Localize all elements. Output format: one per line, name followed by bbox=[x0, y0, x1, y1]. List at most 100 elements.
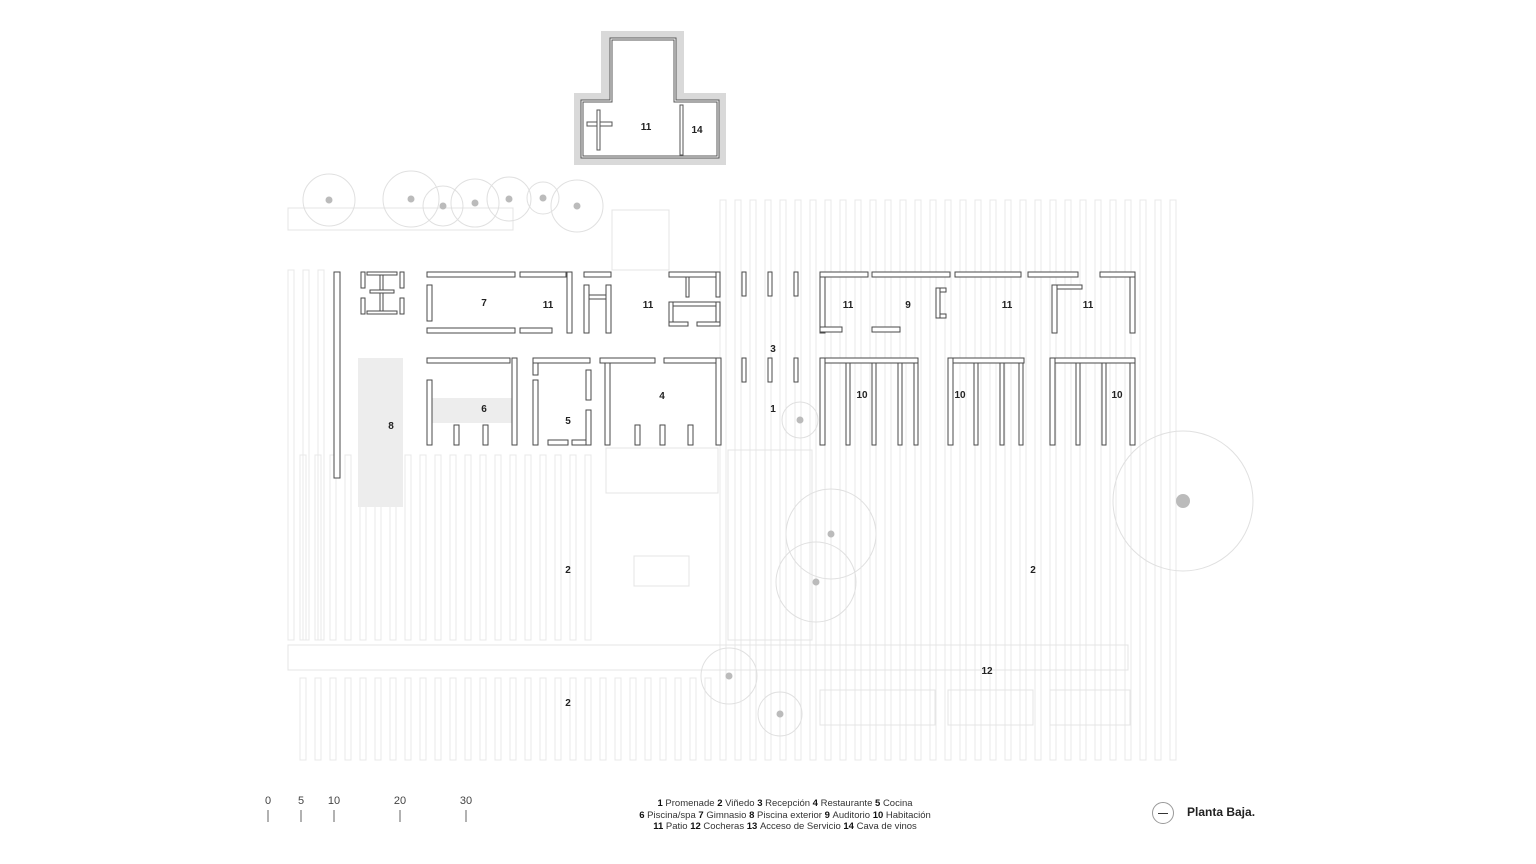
wall bbox=[369, 289, 395, 294]
vineyard-row bbox=[824, 199, 832, 761]
wall bbox=[585, 369, 592, 401]
tree-trunk bbox=[776, 710, 784, 718]
wall bbox=[973, 362, 979, 446]
vineyard-row bbox=[1169, 199, 1177, 761]
tree-canopy bbox=[775, 541, 857, 623]
vineyard-row bbox=[1094, 199, 1102, 761]
plan-title: Planta Baja. bbox=[1187, 805, 1256, 819]
legend-number: 12 bbox=[690, 821, 704, 832]
wall bbox=[604, 357, 611, 446]
legend-number: 3 bbox=[757, 798, 766, 809]
scale-5: 5 bbox=[298, 795, 304, 807]
legend-number: 5 bbox=[875, 798, 883, 809]
label-vineyard-a: 2 bbox=[565, 565, 571, 576]
wall bbox=[913, 362, 919, 446]
legend-text: Restaurante bbox=[820, 798, 875, 809]
legend-number: 8 bbox=[749, 809, 758, 821]
vineyard-row bbox=[404, 677, 412, 761]
wall bbox=[741, 357, 747, 383]
wall bbox=[566, 271, 573, 334]
wall bbox=[819, 271, 826, 334]
wall bbox=[426, 284, 433, 322]
label-cava: 14 bbox=[691, 125, 703, 136]
spa-pool bbox=[432, 398, 512, 423]
label-spa: 6 bbox=[481, 404, 487, 415]
vineyard-row bbox=[599, 677, 607, 761]
vineyard-row bbox=[929, 199, 937, 761]
vineyard-row bbox=[1019, 199, 1027, 761]
wall bbox=[947, 357, 1025, 364]
legend-text: Cava de vinos bbox=[856, 821, 917, 832]
wall bbox=[819, 271, 869, 278]
vineyard-rows bbox=[287, 199, 1177, 761]
vineyard-row bbox=[869, 199, 877, 761]
vineyard-row bbox=[434, 454, 442, 641]
vineyard-row bbox=[1049, 199, 1057, 761]
vineyard-row bbox=[554, 677, 562, 761]
vineyard-row bbox=[1109, 199, 1117, 761]
vineyard-row bbox=[479, 454, 487, 641]
tree-canopy bbox=[785, 488, 877, 580]
label-patio-b: 11 bbox=[643, 300, 654, 311]
vineyard-row bbox=[1079, 199, 1087, 761]
legend-text: Cocina bbox=[882, 798, 913, 809]
wall bbox=[426, 357, 511, 364]
wall bbox=[583, 284, 590, 334]
legend-number: 2 bbox=[717, 798, 726, 809]
vineyard-row bbox=[509, 677, 517, 761]
wall bbox=[1051, 284, 1058, 334]
tree-canopy bbox=[486, 176, 532, 222]
legend-number: 10 bbox=[872, 809, 886, 821]
vineyard-row bbox=[329, 454, 337, 641]
wall bbox=[1027, 271, 1079, 278]
wall bbox=[668, 271, 721, 278]
vineyard-row bbox=[644, 677, 652, 761]
legend-number: 9 bbox=[824, 809, 833, 821]
room-labels: 11 14 7 11 11 3 11 9 11 11 6 5 4 1 8 10 … bbox=[388, 122, 1123, 709]
wall bbox=[532, 362, 539, 376]
wall bbox=[696, 321, 721, 327]
wall bbox=[947, 357, 954, 446]
wall bbox=[1075, 362, 1081, 446]
wall bbox=[634, 424, 641, 446]
label-patio-e: 11 bbox=[1083, 300, 1094, 311]
legend-text: Auditorio bbox=[832, 809, 873, 821]
wall bbox=[1129, 271, 1136, 334]
vineyard-row bbox=[317, 269, 325, 641]
vineyard-row bbox=[614, 677, 622, 761]
wall bbox=[871, 326, 901, 333]
vineyard-row bbox=[944, 199, 952, 761]
legend-text: Promenade bbox=[665, 798, 718, 809]
label-patio-d: 11 bbox=[1002, 300, 1013, 311]
vineyard-row bbox=[302, 269, 310, 641]
legend-text: Acceso de Servicio bbox=[759, 821, 844, 832]
tree-canopy bbox=[302, 173, 356, 227]
wall bbox=[687, 424, 694, 446]
legend-number: 6 bbox=[639, 809, 648, 821]
vineyard-row bbox=[989, 199, 997, 761]
tree-trunk bbox=[796, 416, 804, 424]
tree-canopy bbox=[781, 401, 819, 439]
wall bbox=[767, 357, 773, 383]
vineyard-row bbox=[449, 454, 457, 641]
vineyard-row bbox=[494, 454, 502, 641]
wall bbox=[1056, 284, 1083, 290]
wall bbox=[583, 271, 612, 278]
tree-trunk bbox=[539, 194, 547, 202]
tree-trunk bbox=[573, 202, 581, 210]
wall bbox=[741, 271, 747, 297]
wall bbox=[399, 271, 405, 289]
trees bbox=[302, 170, 1254, 737]
tree-canopy bbox=[700, 647, 758, 705]
vineyard-row bbox=[479, 677, 487, 761]
vineyard-row bbox=[449, 677, 457, 761]
vineyard-row bbox=[389, 677, 397, 761]
vineyard-row bbox=[569, 677, 577, 761]
wall bbox=[819, 357, 826, 446]
tree-trunk bbox=[827, 530, 835, 538]
wall bbox=[715, 271, 721, 298]
tree-trunk bbox=[725, 672, 733, 680]
tree-trunk bbox=[407, 195, 415, 203]
wall bbox=[897, 362, 903, 446]
label-room-c: 10 bbox=[1111, 390, 1123, 401]
